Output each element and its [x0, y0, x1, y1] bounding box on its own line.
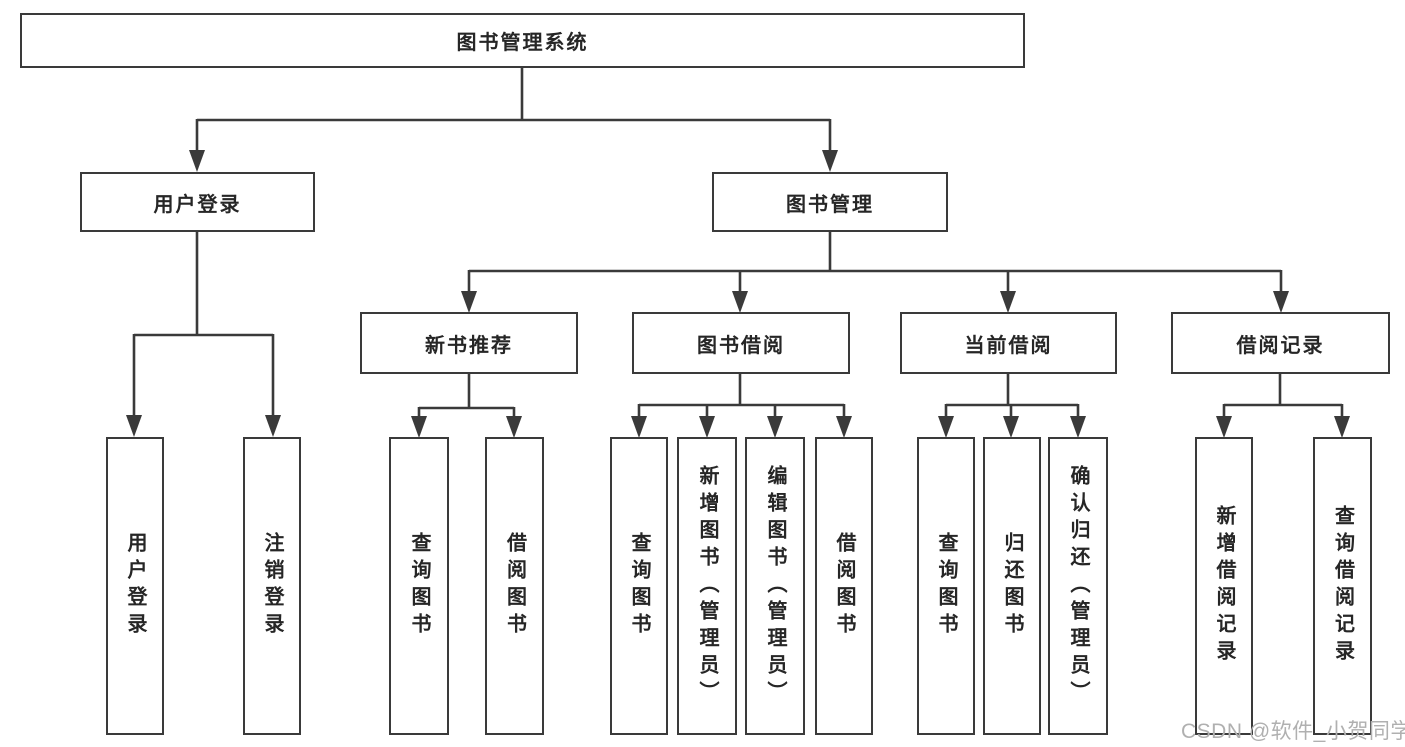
leaf-logout: 注销登录: [243, 437, 301, 735]
leaf-borrow-books-recommend: 借阅图书: [485, 437, 544, 735]
leaf-add-borrow-record: 新增借阅记录: [1195, 437, 1253, 735]
node-book-borrow: 图书借阅: [632, 312, 850, 374]
node-current-borrow: 当前借阅: [900, 312, 1117, 374]
leaf-query-borrow-record: 查询借阅记录: [1313, 437, 1372, 735]
csdn-watermark: CSDN @软件_小贺同学: [1181, 720, 1405, 743]
leaf-edit-book-admin: 编辑图书（管理员）: [745, 437, 805, 735]
leaf-add-book-admin: 新增图书（管理员）: [677, 437, 737, 735]
node-user-login: 用户登录: [80, 172, 315, 232]
leaf-query-books-current: 查询图书: [917, 437, 975, 735]
leaf-query-books-recommend: 查询图书: [389, 437, 449, 735]
node-book-management: 图书管理: [712, 172, 948, 232]
leaf-return-books: 归还图书: [983, 437, 1041, 735]
leaf-user-login: 用户登录: [106, 437, 164, 735]
node-root-system: 图书管理系统: [20, 13, 1025, 68]
leaf-query-books-borrow: 查询图书: [610, 437, 668, 735]
node-borrow-records: 借阅记录: [1171, 312, 1390, 374]
leaf-borrow-books: 借阅图书: [815, 437, 873, 735]
node-new-book-recommend: 新书推荐: [360, 312, 578, 374]
leaf-confirm-return-admin: 确认归还（管理员）: [1048, 437, 1108, 735]
